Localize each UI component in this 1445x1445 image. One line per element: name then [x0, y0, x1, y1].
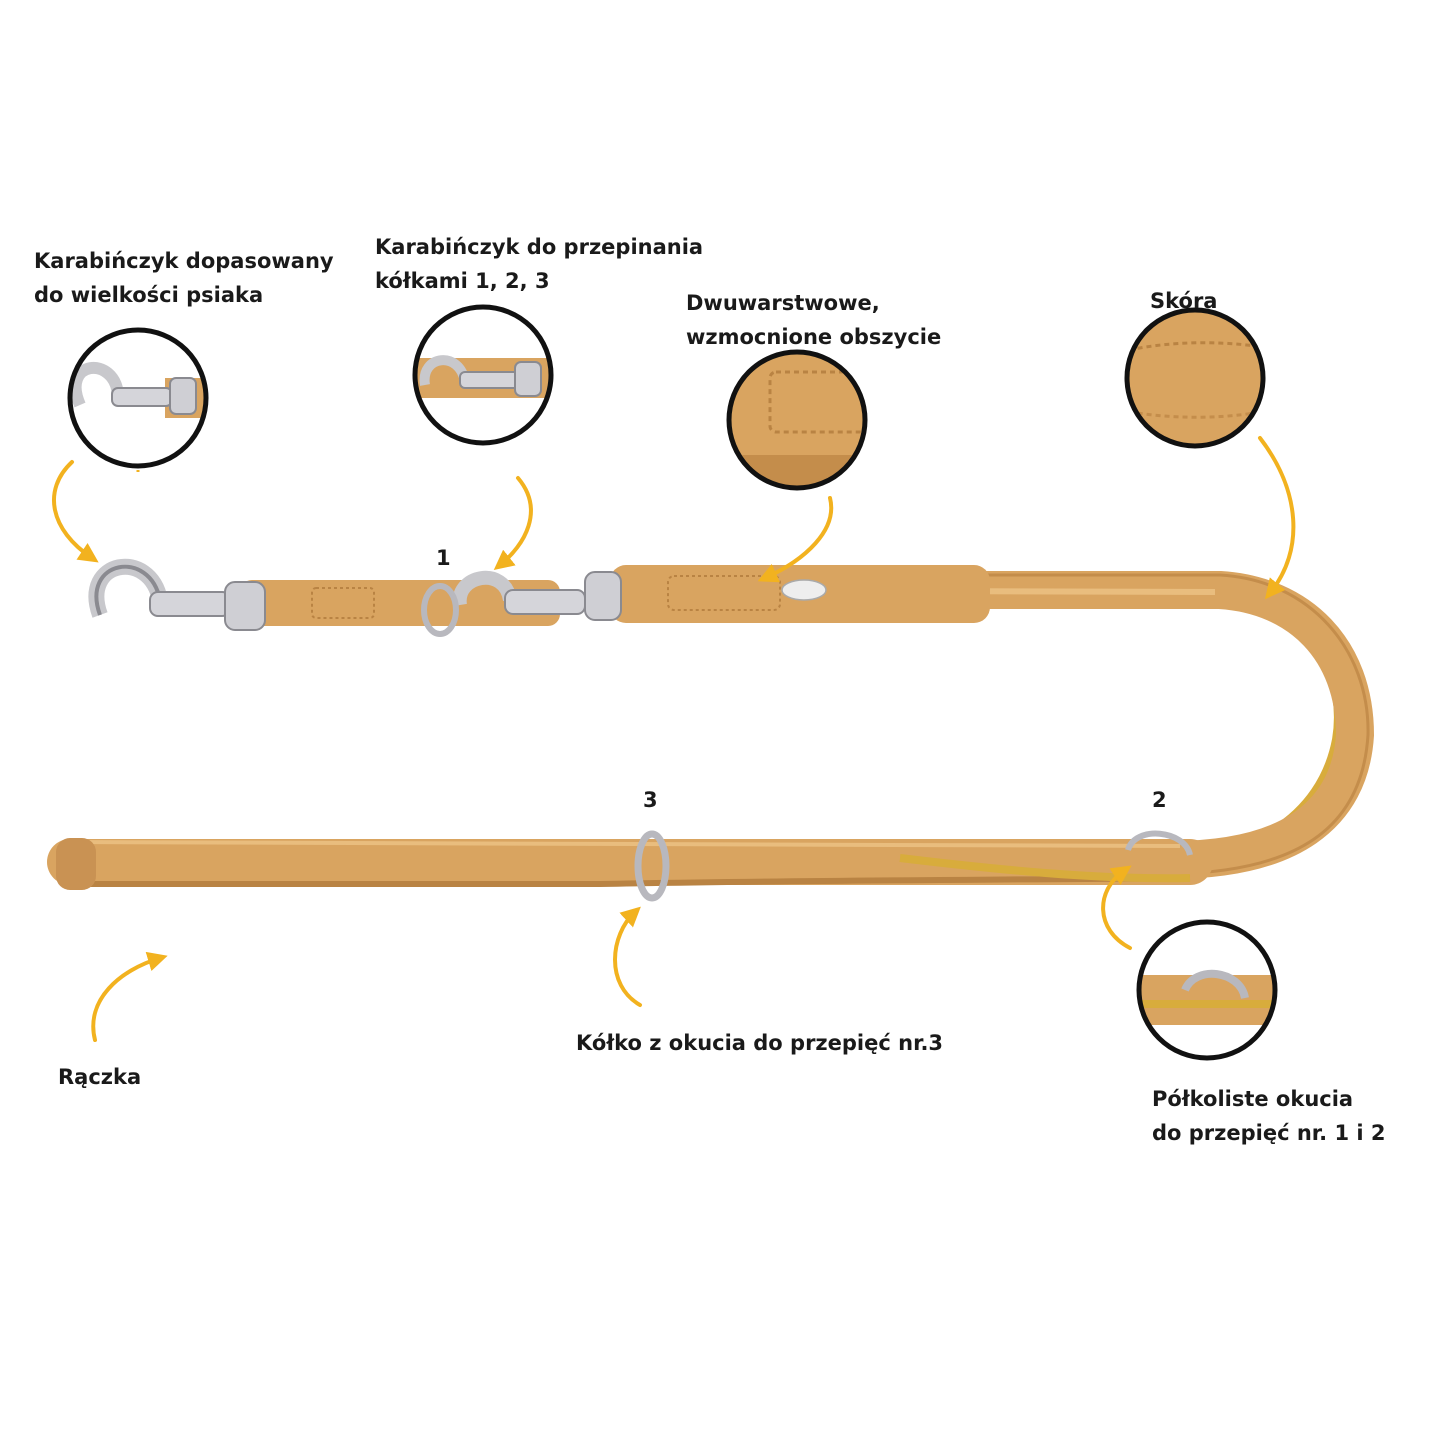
label-ring3: Kółko z okucia do przepięć nr.3: [576, 1026, 943, 1060]
label-line: Skóra: [1150, 289, 1218, 313]
label-line: Dwuwarstwowe,: [686, 291, 880, 315]
curved-arrow-icon: [52, 436, 1296, 1042]
zoom-circle-leather: [1124, 307, 1266, 449]
label-line: Półkoliste okucia: [1152, 1087, 1354, 1111]
label-handle: Rączka: [58, 1060, 141, 1094]
label-semicircle: Półkoliste okucia do przepięć nr. 1 i 2: [1152, 1082, 1386, 1150]
label-line: kółkami 1, 2, 3: [375, 269, 550, 293]
snap-hook-icon: [88, 558, 622, 631]
ring-number-2: 2: [1152, 788, 1167, 812]
ring-icon: [421, 583, 1193, 902]
label-line: Kółko z okucia do przepięć nr.3: [576, 1031, 944, 1055]
ring-number-1: 1: [436, 546, 451, 570]
label-snap-hook: Karabińczyk dopasowany do wielkości psia…: [34, 244, 334, 312]
zoom-circle-snap: [67, 327, 209, 472]
label-line: do wielkości psiaka: [34, 283, 264, 307]
label-line: Rączka: [58, 1065, 142, 1089]
label-line: Karabińczyk dopasowany: [34, 249, 334, 273]
label-snap-reclip: Karabińczyk do przepinania kółkami 1, 2,…: [375, 230, 703, 298]
label-line: wzmocnione obszycie: [686, 325, 942, 349]
label-line: do przepięć nr. 1 i 2: [1152, 1121, 1386, 1145]
zoom-circle-reclip: [412, 304, 554, 446]
ring-number-3: 3: [643, 788, 658, 812]
zoom-circle-stitching: [726, 349, 868, 491]
label-line: Karabińczyk do przepinania: [375, 235, 704, 259]
label-leather: Skóra: [1150, 284, 1217, 318]
label-stitching: Dwuwarstwowe, wzmocnione obszycie: [686, 286, 941, 354]
zoom-circle-semicircle: [1136, 919, 1278, 1061]
